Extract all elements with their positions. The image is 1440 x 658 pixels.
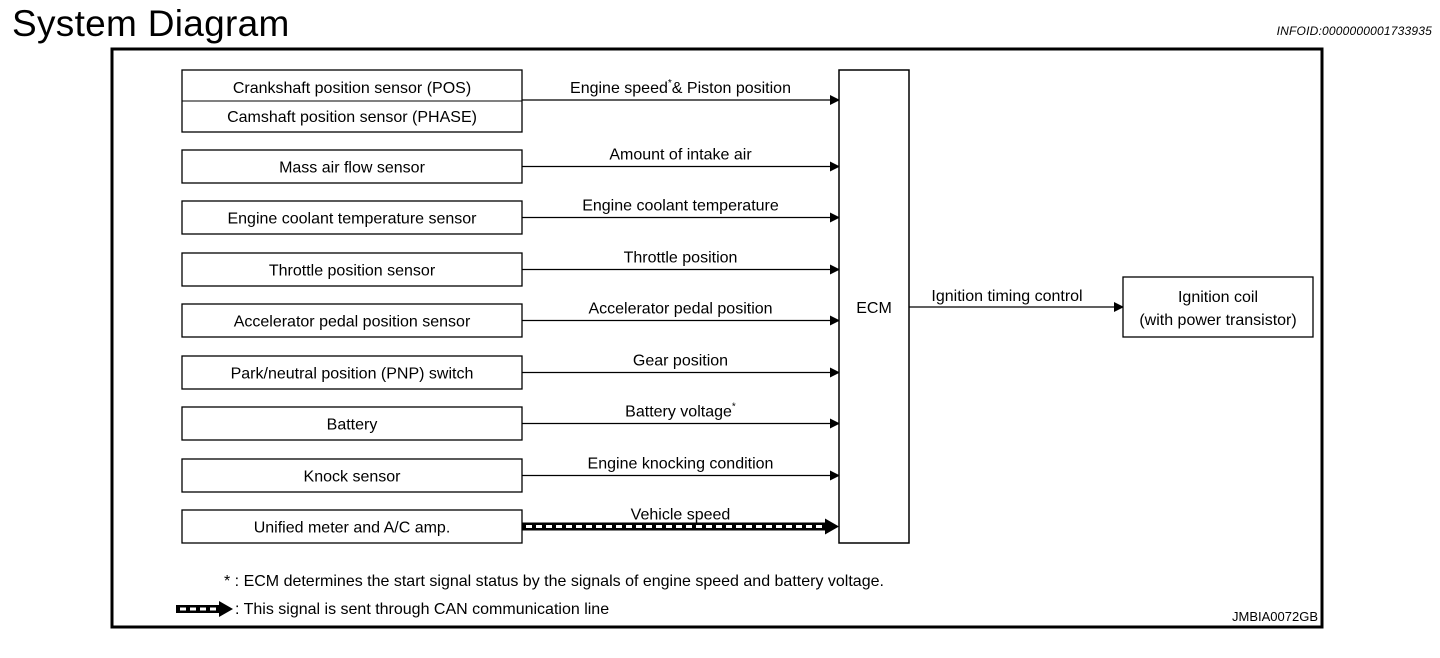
sensor-label: Camshaft position sensor (PHASE) bbox=[227, 109, 477, 126]
sensor-label: Knock sensor bbox=[304, 469, 402, 486]
signal-label-main: Engine knocking condition bbox=[588, 456, 774, 473]
sensor-apps: Accelerator pedal position sensor bbox=[181, 303, 523, 338]
sensor-label: Unified meter and A/C amp. bbox=[254, 520, 451, 537]
diagram-frame bbox=[110, 47, 1324, 629]
signal-pos: Engine speed*& Piston position bbox=[522, 78, 840, 105]
can-legend-icon bbox=[176, 601, 233, 617]
signal-label: Gear position bbox=[633, 353, 728, 370]
signal-knock: Engine knocking condition bbox=[522, 456, 840, 481]
signal-label-main: Engine coolant temperature bbox=[582, 198, 779, 215]
sensor-pnp: Park/neutral position (PNP) switch bbox=[181, 355, 523, 390]
sensor-box bbox=[181, 252, 523, 287]
sensor-label: Engine coolant temperature sensor bbox=[227, 211, 477, 228]
sensor-maf: Mass air flow sensor bbox=[181, 149, 523, 184]
signal-label-main: Gear position bbox=[633, 353, 728, 370]
ignition-coil-label: Ignition coil bbox=[1178, 289, 1258, 306]
sensor-knock: Knock sensor bbox=[181, 458, 523, 493]
sensor-box bbox=[181, 509, 523, 544]
signal-battery: Battery voltage* bbox=[522, 402, 840, 429]
output-group: Ignition timing control Ignition coil (w… bbox=[909, 276, 1314, 338]
ecm-label: ECM bbox=[856, 300, 892, 317]
signal-pnp: Gear position bbox=[522, 353, 840, 378]
signal-label: Throttle position bbox=[624, 250, 738, 267]
info-id: INFOID:0000000001733935 bbox=[1276, 24, 1432, 38]
ecm-box bbox=[838, 69, 910, 544]
signal-ect: Engine coolant temperature bbox=[522, 198, 840, 223]
signal-maf: Amount of intake air bbox=[522, 147, 840, 172]
signal-label-main: Accelerator pedal position bbox=[588, 301, 772, 318]
signal-label-main: Vehicle speed bbox=[631, 507, 731, 524]
sensor-label: Accelerator pedal position sensor bbox=[234, 314, 471, 331]
signal-label-rest: & Piston position bbox=[672, 80, 791, 97]
sensor-group: Crankshaft position sensor (POS) Camshaft… bbox=[181, 69, 523, 544]
signal-label: Engine speed*& Piston position bbox=[570, 78, 791, 97]
signal-label-main: Amount of intake air bbox=[609, 147, 752, 164]
sensor-label: Park/neutral position (PNP) switch bbox=[231, 366, 474, 383]
sensor-box bbox=[181, 149, 523, 184]
sensor-label: Mass air flow sensor bbox=[279, 160, 425, 177]
sensor-meter: Unified meter and A/C amp. bbox=[181, 509, 523, 544]
signal-asterisk: * bbox=[732, 402, 736, 413]
signal-label-main: Engine speed bbox=[570, 80, 668, 97]
sensor-label: Crankshaft position sensor (POS) bbox=[233, 80, 471, 97]
sensor-label: Throttle position sensor bbox=[269, 263, 436, 280]
diagram-code: JMBIA0072GB bbox=[1232, 609, 1318, 624]
ignition-coil-box bbox=[1122, 276, 1314, 338]
signal-label-main: Throttle position bbox=[624, 250, 738, 267]
notes-group: * : ECM determines the start signal stat… bbox=[176, 573, 1318, 624]
ecm-group: ECM bbox=[838, 69, 910, 544]
sensor-box bbox=[181, 200, 523, 235]
sensor-box bbox=[181, 355, 523, 390]
sensor-label: Battery bbox=[327, 417, 378, 434]
signal-label: Engine coolant temperature bbox=[582, 198, 779, 215]
output-signal-label: Ignition timing control bbox=[931, 288, 1082, 305]
signal-apps: Accelerator pedal position bbox=[522, 301, 840, 326]
signal-asterisk: * bbox=[668, 78, 672, 89]
sensor-battery: Battery bbox=[181, 406, 523, 441]
signal-meter: Vehicle speed bbox=[522, 507, 839, 535]
signal-tps: Throttle position bbox=[522, 250, 840, 275]
page-title: System Diagram bbox=[12, 3, 290, 44]
sensor-ect: Engine coolant temperature sensor bbox=[181, 200, 523, 235]
ignition-coil-sublabel: (with power transistor) bbox=[1139, 312, 1296, 329]
sensor-box bbox=[181, 303, 523, 338]
can-note: : This signal is sent through CAN commun… bbox=[235, 601, 609, 618]
sensor-tps: Throttle position sensor bbox=[181, 252, 523, 287]
signal-label-main: Battery voltage bbox=[625, 404, 732, 421]
signal-label: Engine knocking condition bbox=[588, 456, 774, 473]
sensor-pos: Crankshaft position sensor (POS) Camshaft… bbox=[181, 69, 523, 133]
signal-label: Amount of intake air bbox=[609, 147, 752, 164]
signal-label: Battery voltage* bbox=[625, 402, 736, 421]
star-note: * : ECM determines the start signal stat… bbox=[224, 573, 884, 590]
signal-label: Vehicle speed bbox=[631, 507, 731, 524]
can-arrowhead bbox=[825, 518, 839, 535]
signal-label: Accelerator pedal position bbox=[588, 301, 772, 318]
